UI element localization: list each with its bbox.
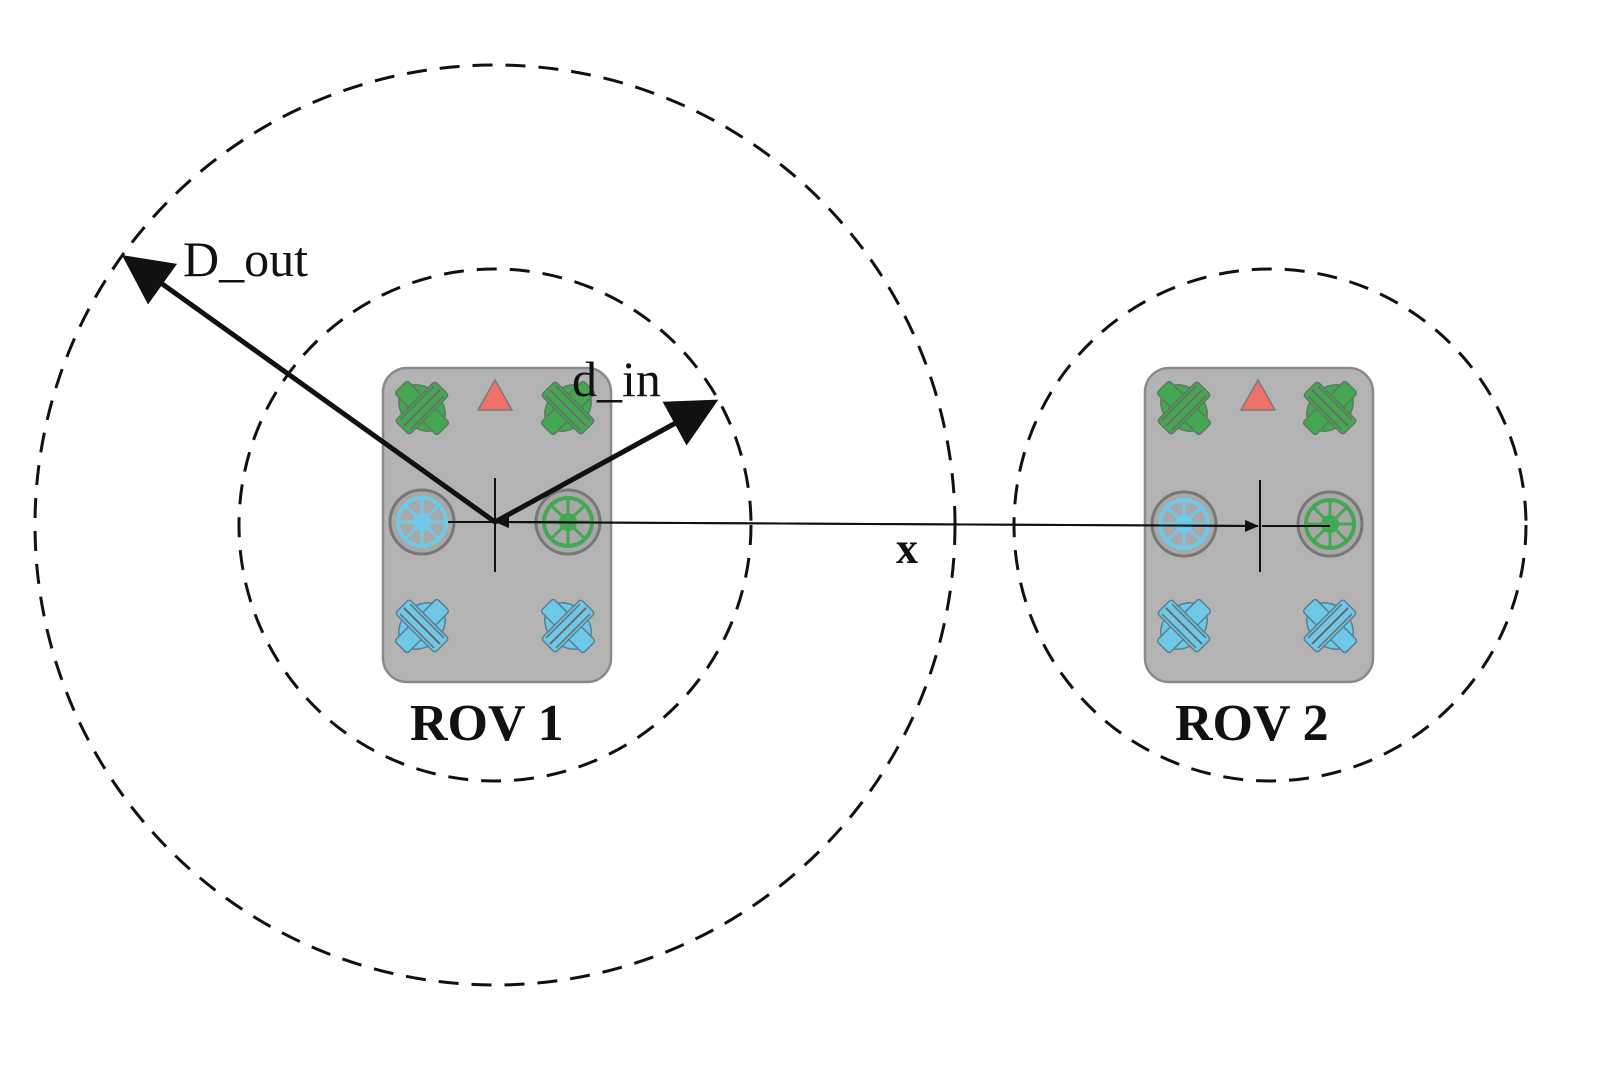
rov2-vertical-thruster-left-icon — [1150, 490, 1218, 558]
rov2-label: ROV 2 — [1175, 695, 1329, 752]
d-out-label: D_out — [183, 231, 308, 287]
d-in-radius-arrow — [493, 399, 719, 525]
d-out-radius-arrow — [121, 255, 497, 525]
rov2-vertical-thruster-right-icon — [1296, 490, 1364, 558]
x-distance-label: x — [896, 524, 918, 573]
distance-x-arrow-back — [495, 516, 1257, 529]
inner-range-circle-rov1 — [237, 267, 753, 783]
rov1-heading-triangle-icon — [476, 378, 514, 411]
rov1 — [381, 366, 613, 684]
rov2 — [1143, 366, 1375, 684]
rov1-vertical-thruster-left-icon — [388, 488, 456, 556]
rov1-label: ROV 1 — [410, 695, 564, 752]
rov2-heading-triangle-icon — [1239, 378, 1277, 411]
d-in-label: d_in — [572, 351, 661, 407]
